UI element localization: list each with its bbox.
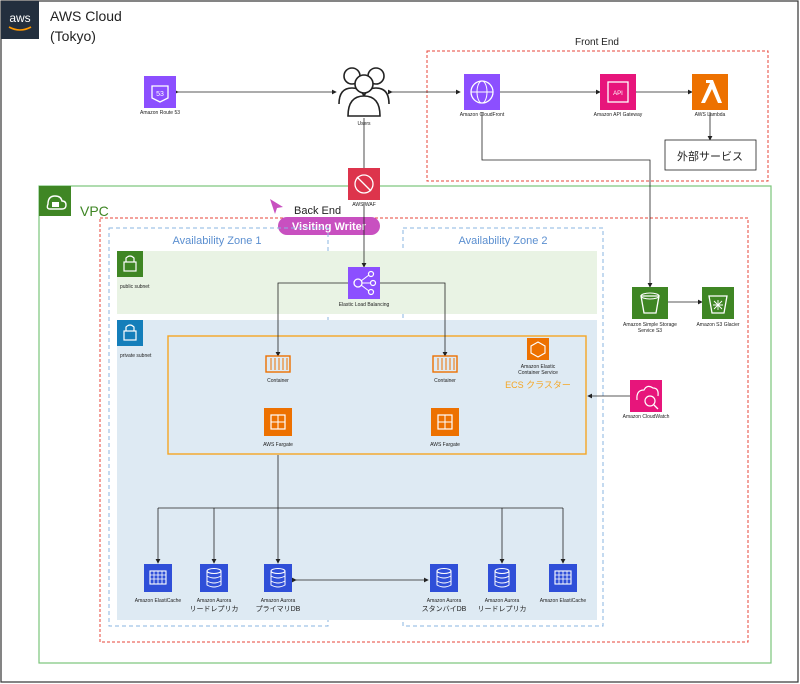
api-gateway-icon: API [600,74,636,110]
aurora-replica-label-az1: Amazon Aurora [197,598,232,604]
container-label-az2: Container [434,378,456,384]
route53-label: Amazon Route 53 [140,110,180,116]
az2-label: Availability Zone 2 [458,235,547,247]
private-subnet-lock-icon [117,320,143,346]
elb-label: Elastic Load Balancing [339,302,390,308]
aws-logo: aws [1,1,39,39]
aurora-standby-icon [430,564,458,592]
route53-icon: 53 [144,76,176,108]
s3-label-1: Amazon Simple Storage [623,322,677,328]
cloudfront-icon [464,74,500,110]
ecs-service-label-2: Container Service [518,370,558,376]
read-replica-label-az1: リードレプリカ [190,605,239,613]
elasticache-icon-az2 [549,564,577,592]
aurora-replica-icon-az1 [200,564,228,592]
aws-cloud-region: (Tokyo) [50,28,96,44]
cloudfront-label: Amazon CloudFront [460,112,505,118]
cloudwatch-label: Amazon CloudWatch [623,414,670,420]
read-replica-label-az2: リードレプリカ [478,605,527,613]
vpc-label: VPC [80,203,109,219]
standby-db-label: スタンバイDB [422,604,467,613]
container-icon-az1 [265,355,291,373]
private-subnet-label: private subnet [120,353,152,359]
private-subnet [117,320,597,620]
svg-text:API: API [613,91,623,97]
front-end-label: Front End [575,37,619,48]
elasticache-icon-az1 [144,564,172,592]
aurora-replica-icon-az2 [488,564,516,592]
svg-text:Visiting Writer: Visiting Writer [292,221,367,233]
vpc-box [38,185,772,664]
visiting-writer-badge: Visiting Writer [278,217,380,235]
ecs-service-label-1: Amazon Elastic [521,364,556,370]
aurora-replica-label-az2: Amazon Aurora [485,598,520,604]
aurora-primary-label: Amazon Aurora [261,598,296,604]
glacier-label: Amazon S3 Glacier [696,322,739,328]
users-icon [338,67,390,117]
fargate-label-az1: AWS Fargate [263,442,293,448]
elb-icon [348,267,380,299]
glacier-icon [702,287,734,319]
waf-icon [348,168,380,200]
s3-icon [632,287,668,319]
waf-label: AWS WAF [352,202,376,208]
aurora-standby-label: Amazon Aurora [427,598,462,604]
s3-label-2: Service S3 [638,328,662,334]
ecs-icon [527,338,549,360]
vpc-icon [39,186,71,216]
lambda-label: AWS Lambda [695,112,726,118]
lambda-icon [692,74,728,110]
fargate-icon-az2 [431,408,459,436]
elasticache-label-az1: Amazon ElastiCache [135,598,182,604]
container-label-az1: Container [267,378,289,384]
fargate-label-az2: AWS Fargate [430,442,460,448]
public-subnet-lock-icon [117,251,143,277]
elasticache-label-az2: Amazon ElastiCache [540,598,587,604]
aurora-primary-icon [264,564,292,592]
svg-text:53: 53 [156,91,164,98]
front-end-box [426,50,769,182]
cursor-icon [270,199,283,214]
svg-text:外部サービス: 外部サービス [677,149,743,163]
fargate-icon-az1 [264,408,292,436]
ecs-cluster-label: ECS クラスター [505,380,571,390]
api-gateway-label: Amazon API Gateway [594,112,643,118]
primary-db-label: プライマリDB [256,605,301,613]
back-end-label: Back End [294,205,341,217]
svg-text:aws: aws [9,11,30,25]
users-label: Users [357,121,371,127]
back-end-box [99,217,749,643]
ecs-cluster-box [167,335,587,455]
public-subnet-label: public subnet [120,284,150,290]
az1-label: Availability Zone 1 [172,235,261,247]
aws-cloud-title: AWS Cloud [50,8,122,24]
cloudwatch-icon [630,380,662,412]
container-icon-az2 [432,355,458,373]
external-service-box: 外部サービス [664,139,757,171]
connectors [155,89,713,583]
